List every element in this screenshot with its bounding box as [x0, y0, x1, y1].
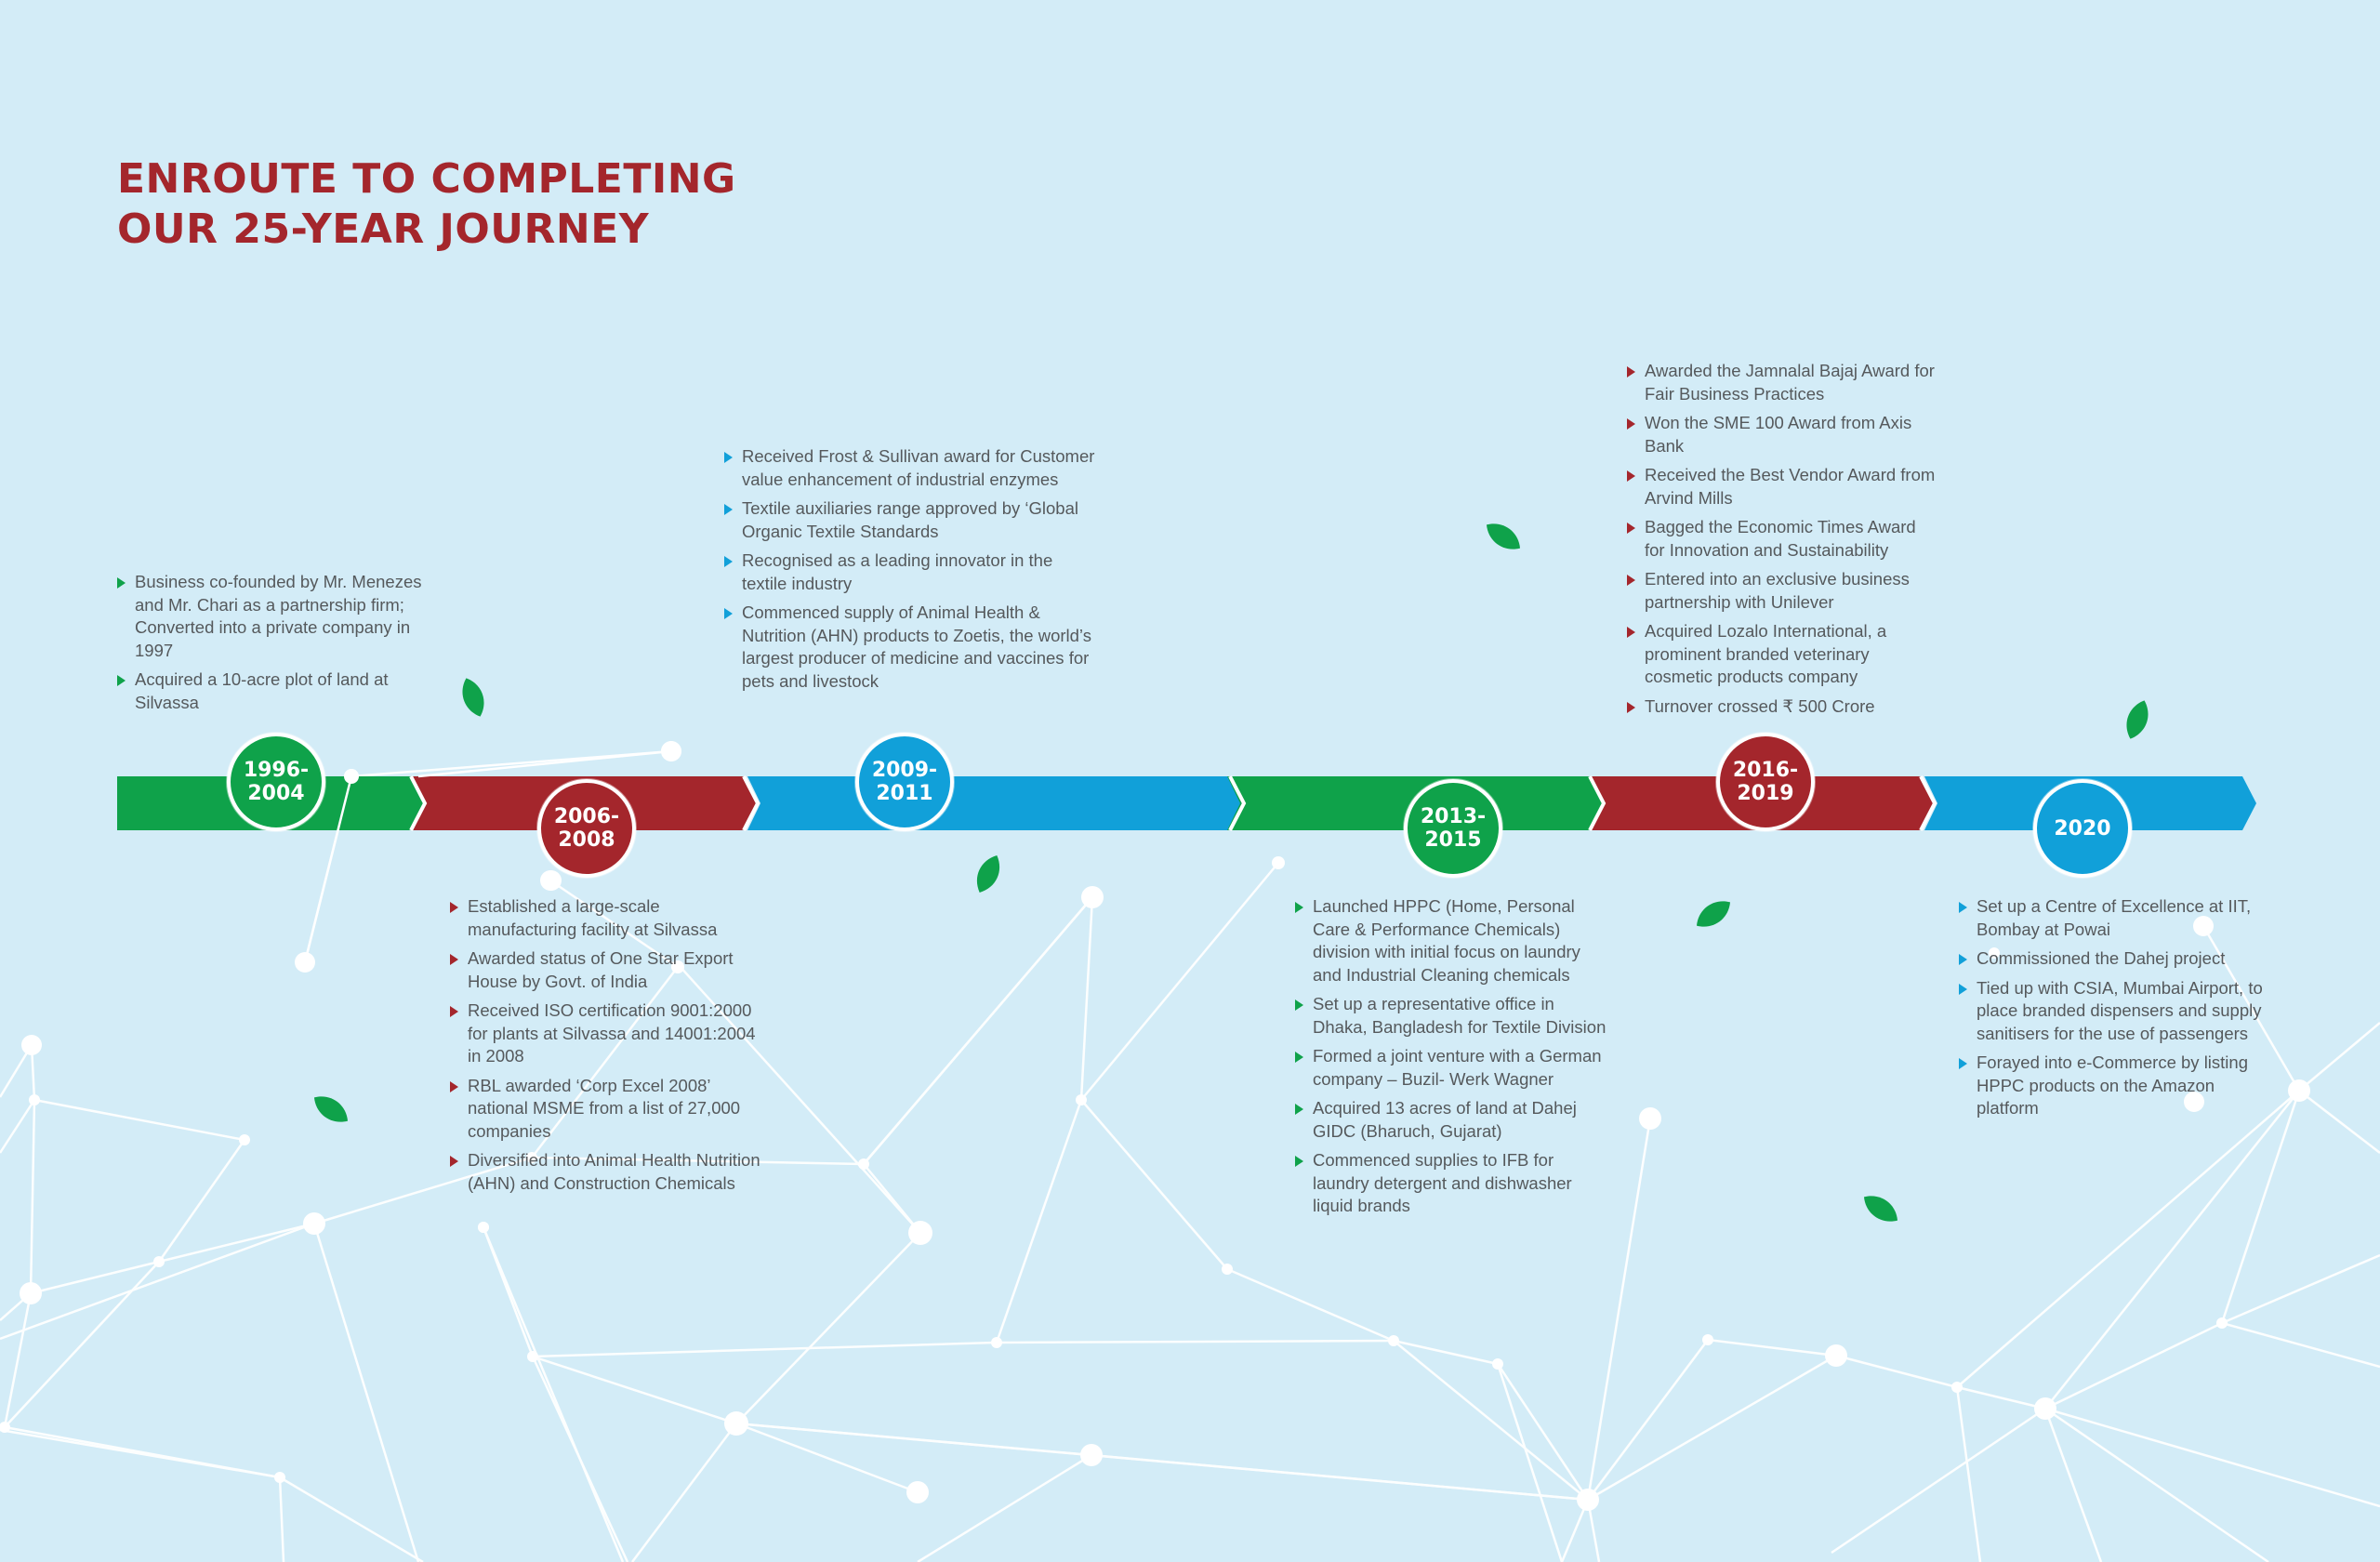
leaf-icon: [1486, 523, 1521, 549]
event-item: Tied up with CSIA, Mumbai Airport, to pl…: [1959, 977, 2266, 1046]
bullet-icon: [117, 577, 126, 589]
event-item: Business co-founded by Mr. Menezes and M…: [117, 571, 433, 662]
event-item: Won the SME 100 Award from Axis Bank: [1627, 412, 1938, 457]
page-title: ENROUTE TO COMPLETING OUR 25-YEAR JOURNE…: [117, 154, 736, 255]
leaf-icon: [462, 678, 484, 717]
event-item: RBL awarded ‘Corp Excel 2008’ national M…: [450, 1075, 766, 1144]
events-2020: Set up a Centre of Excellence at IIT, Bo…: [1959, 895, 2266, 1127]
leaf-icon: [976, 855, 1000, 893]
event-item: Formed a joint venture with a German com…: [1295, 1045, 1611, 1091]
bullet-icon: [1959, 954, 1967, 965]
event-item: Commenced supply of Animal Health & Nutr…: [724, 602, 1096, 693]
event-item: Established a large-scale manufacturing …: [450, 895, 766, 941]
event-item: Launched HPPC (Home, Personal Care & Per…: [1295, 895, 1611, 986]
bullet-icon: [1627, 575, 1635, 586]
bullet-icon: [450, 902, 458, 913]
bullet-icon: [1627, 627, 1635, 638]
bullet-icon: [1627, 418, 1635, 430]
bullet-icon: [1959, 902, 1967, 913]
event-item: Acquired 13 acres of land at Dahej GIDC …: [1295, 1097, 1611, 1143]
event-item: Received the Best Vendor Award from Arvi…: [1627, 464, 1938, 510]
bullet-icon: [724, 452, 733, 463]
timeline-segment-blue-1: [747, 776, 1244, 830]
event-item: Set up a representative office in Dhaka,…: [1295, 993, 1611, 1039]
timeline-band: [117, 775, 2256, 831]
event-item: Bagged the Economic Times Award for Inno…: [1627, 516, 1938, 562]
bullet-icon: [1627, 366, 1635, 377]
leaf-icon: [2126, 700, 2149, 739]
title-line-1: ENROUTE TO COMPLETING: [117, 155, 736, 203]
bullet-icon: [724, 608, 733, 619]
leaf-icon: [1696, 901, 1731, 927]
event-item: Entered into an exclusive business partn…: [1627, 568, 1938, 614]
leaf-icon: [313, 1096, 349, 1122]
bullet-icon: [1295, 1052, 1303, 1063]
event-item: Diversified into Animal Health Nutrition…: [450, 1149, 766, 1195]
bullet-icon: [1959, 1058, 1967, 1069]
event-item: Textile auxiliaries range approved by ‘G…: [724, 497, 1096, 543]
event-item: Received Frost & Sullivan award for Cust…: [724, 445, 1096, 491]
events-2006-2008: Established a large-scale manufacturing …: [450, 895, 766, 1201]
bullet-icon: [117, 675, 126, 686]
bullet-icon: [1959, 983, 1967, 995]
event-item: Recognised as a leading innovator in the…: [724, 549, 1096, 595]
events-2016-2019: Awarded the Jamnalal Bajaj Award for Fai…: [1627, 360, 1938, 724]
event-item: Set up a Centre of Excellence at IIT, Bo…: [1959, 895, 2266, 941]
event-item: Acquired Lozalo International, a promine…: [1627, 620, 1938, 689]
title-line-2: OUR 25-YEAR JOURNEY: [117, 205, 650, 253]
bullet-icon: [724, 504, 733, 515]
events-2013-2015: Launched HPPC (Home, Personal Care & Per…: [1295, 895, 1611, 1224]
bullet-icon: [1295, 1156, 1303, 1167]
bullet-icon: [724, 556, 733, 567]
leaf-icons: [313, 523, 2149, 1222]
bullet-icon: [450, 1006, 458, 1017]
bullet-icon: [450, 954, 458, 965]
event-item: Commenced supplies to IFB for laundry de…: [1295, 1149, 1611, 1218]
events-2009-2011: Received Frost & Sullivan award for Cust…: [724, 445, 1096, 699]
leaf-icon: [1863, 1196, 1898, 1222]
event-item: Received ISO certification 9001:2000 for…: [450, 999, 766, 1068]
bullet-icon: [450, 1156, 458, 1167]
bullet-icon: [1295, 1104, 1303, 1115]
year-badge-2020: 2020: [2033, 779, 2132, 878]
event-item: Commissioned the Dahej project: [1959, 947, 2266, 971]
event-item: Awarded status of One Star Export House …: [450, 947, 766, 993]
year-badge-2006-2008: 2006- 2008: [537, 779, 636, 878]
year-badge-2009-2011: 2009- 2011: [855, 733, 954, 831]
events-1996-2004: Business co-founded by Mr. Menezes and M…: [117, 571, 433, 721]
event-item: Forayed into e-Commerce by listing HPPC …: [1959, 1052, 2266, 1120]
event-item: Awarded the Jamnalal Bajaj Award for Fai…: [1627, 360, 1938, 405]
bullet-icon: [450, 1080, 458, 1092]
year-badge-2016-2019: 2016- 2019: [1716, 733, 1815, 831]
event-item: Turnover crossed ₹ 500 Crore: [1627, 695, 1938, 719]
year-badge-1996-2004: 1996- 2004: [227, 733, 325, 831]
bullet-icon: [1627, 701, 1635, 713]
bullet-icon: [1627, 470, 1635, 482]
event-item: Acquired a 10-acre plot of land at Silva…: [117, 668, 433, 714]
bullet-icon: [1295, 999, 1303, 1011]
bullet-icon: [1627, 523, 1635, 534]
year-badge-2013-2015: 2013- 2015: [1404, 779, 1502, 878]
bullet-icon: [1295, 902, 1303, 913]
